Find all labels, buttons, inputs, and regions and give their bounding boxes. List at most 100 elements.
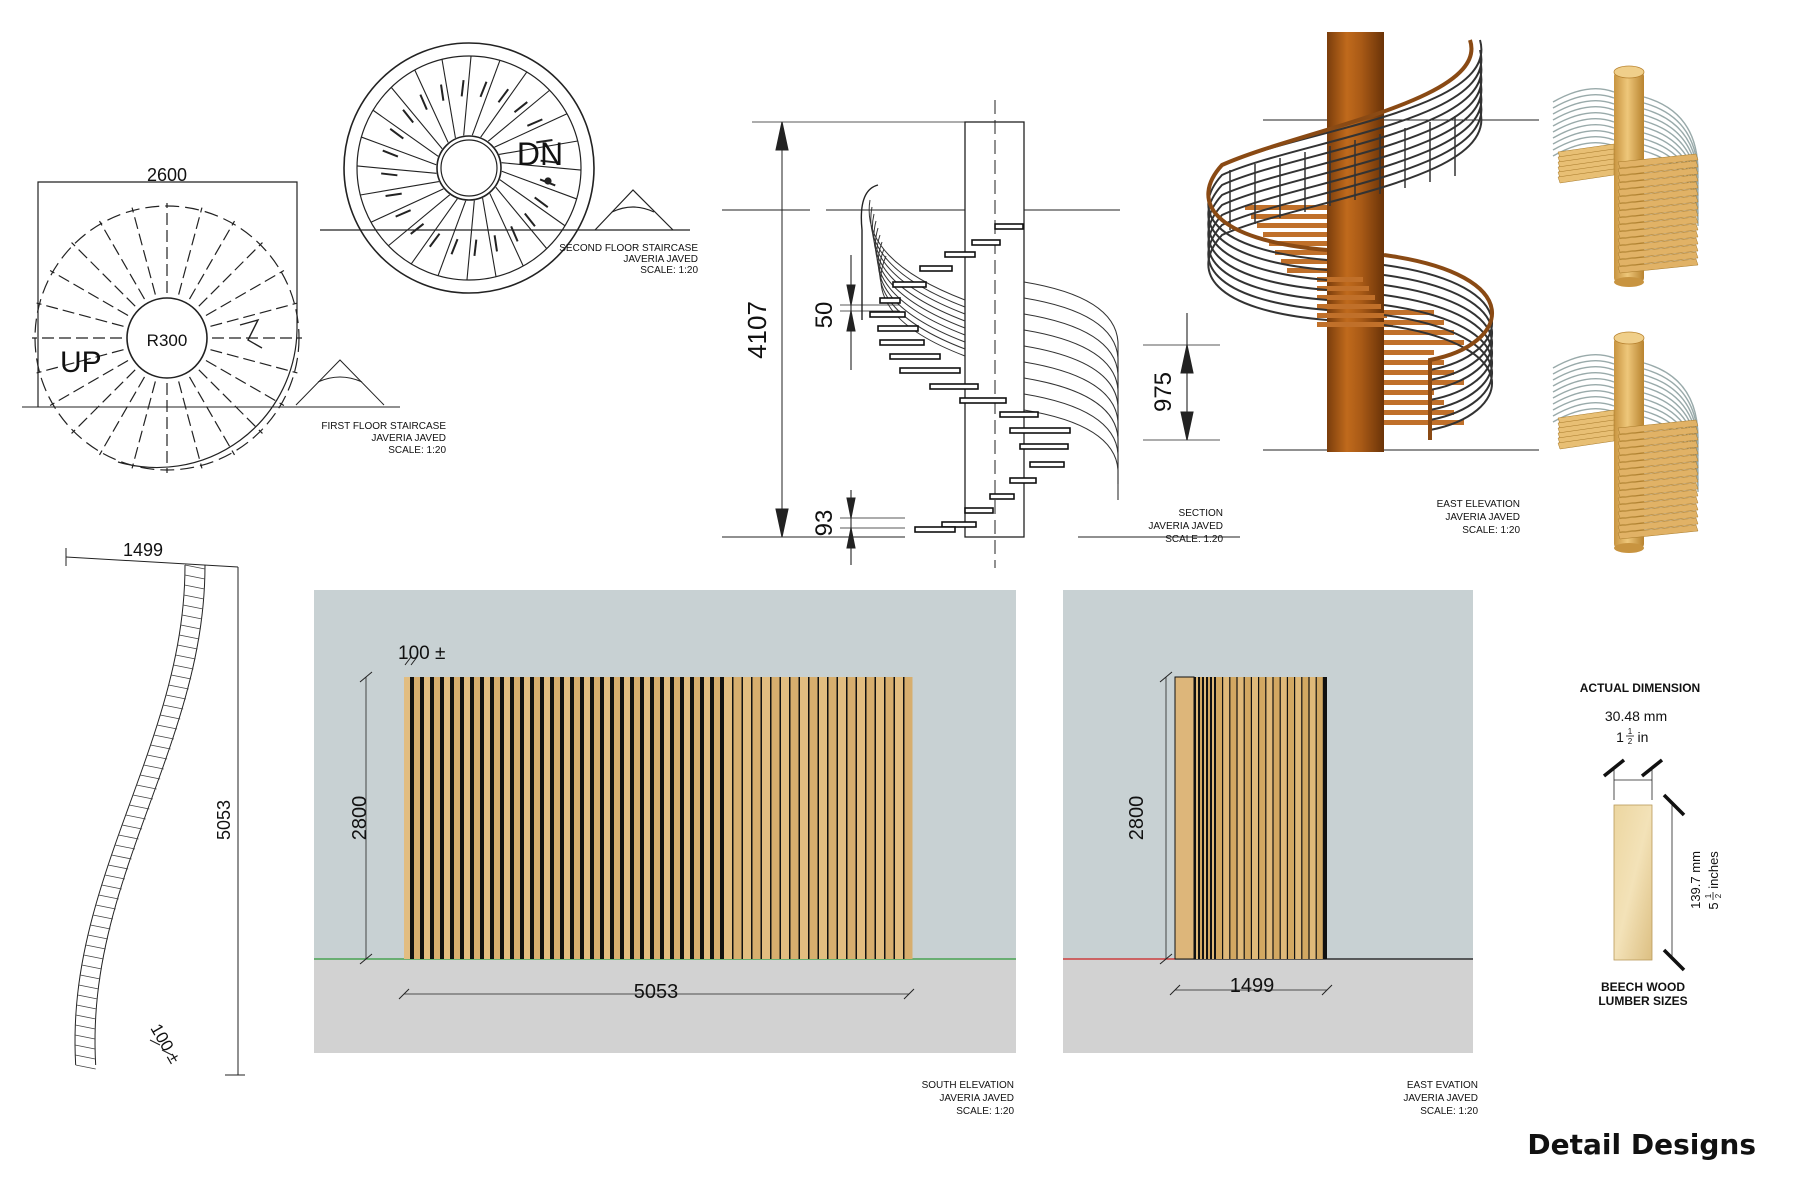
wall-plan-slat: [80, 974, 101, 980]
wall-plan-slat: [118, 834, 139, 840]
svg-text:FIRST FLOOR STAIRCASE: FIRST FLOOR STAIRCASE: [321, 421, 446, 432]
plan2-tread-mark: [440, 84, 445, 101]
plan1-tread: [210, 302, 298, 327]
plan1-tread: [188, 376, 236, 456]
plan1-tread: [98, 220, 146, 300]
curved-wall-plan: [65, 548, 245, 1076]
iso-rail: [1552, 353, 1615, 369]
east-evation-caption: EAST EVATION JAVERIA JAVED SCALE: 1:20: [1403, 1080, 1478, 1117]
section-rail-upper: [873, 220, 966, 322]
east-slat: [1266, 677, 1273, 959]
wall-plan-slat: [104, 874, 125, 880]
south-slat: [762, 677, 770, 959]
iso-render-bottom: [1552, 331, 1699, 553]
render-tread: [1245, 205, 1327, 210]
iso-pole-base: [1614, 277, 1644, 287]
section-rail-upper: [880, 255, 966, 357]
section-tread: [899, 367, 961, 374]
beech-lumber-detail: [1602, 758, 1686, 972]
iso-tread: [1617, 230, 1699, 246]
iso-tread: [1617, 524, 1699, 540]
wall-plan-slat-dim: 100 ±: [147, 1021, 185, 1067]
east-slat: [1273, 677, 1280, 959]
section-tread: [919, 265, 953, 272]
section-height-dim: 4107: [742, 301, 772, 359]
wall-plan-length-dim: 5053: [214, 800, 234, 840]
wall-plan-slat: [153, 734, 174, 740]
plan1-tread: [131, 381, 156, 469]
wall-plan-slat: [74, 1044, 96, 1050]
render-central-pole: [1327, 32, 1384, 452]
iso-tread: [1617, 216, 1699, 232]
svg-text:JAVERIA JAVED: JAVERIA JAVED: [939, 1093, 1014, 1104]
section-tread: [994, 223, 1024, 230]
wall-plan-slat: [129, 804, 150, 810]
iso-rail: [1552, 395, 1615, 411]
plan1-tread: [131, 207, 156, 295]
south-slat: [494, 677, 500, 959]
render-rail: [1383, 284, 1493, 391]
plan2-tread-mark: [382, 149, 399, 158]
south-slat: [594, 677, 600, 959]
plan2-tread-mark: [419, 94, 428, 111]
svg-text:LUMBER SIZES: LUMBER SIZES: [1598, 994, 1687, 1008]
plan1-width-dim: 2600: [147, 165, 187, 185]
plan1-radius-label: R300: [147, 331, 188, 350]
iso-rail: [1643, 120, 1699, 197]
iso-pole-base: [1614, 543, 1644, 553]
wall-plan-slat: [163, 704, 184, 710]
south-slat: [454, 677, 460, 959]
plan1-tread: [205, 269, 285, 317]
svg-text:5: 5: [1706, 902, 1721, 909]
section-rail-lower: [1023, 409, 1119, 500]
plan1-tread: [36, 302, 124, 327]
south-slat: [574, 677, 580, 959]
render-tread: [1281, 259, 1327, 264]
second-floor-plan: [320, 42, 690, 294]
south-slat: [752, 677, 761, 959]
east-slat: [1309, 677, 1316, 959]
render-rail: [1207, 99, 1483, 311]
section-tread: [877, 325, 919, 332]
render-rail: [1207, 69, 1483, 281]
south-slat: [800, 677, 808, 959]
iso-tread: [1617, 461, 1699, 477]
render-tread: [1384, 410, 1454, 415]
east-height-dim: 2800: [1126, 796, 1148, 841]
iso-tread: [1617, 426, 1699, 442]
plan1-tread: [178, 381, 203, 469]
plan1-up-label: UP: [60, 346, 102, 379]
south-caption: SOUTH ELEVATION JAVERIA JAVED SCALE: 1:2…: [922, 1080, 1015, 1117]
section-tread: [889, 353, 941, 360]
south-slat-dim: 100 ±: [398, 643, 445, 664]
section-tread: [944, 251, 976, 258]
section-tread: [989, 493, 1015, 500]
wall-plan-edge: [74, 564, 186, 1066]
render-tread: [1384, 340, 1464, 345]
wall-plan-slat: [85, 944, 106, 950]
south-slat: [614, 677, 620, 959]
section-treads: [869, 223, 1071, 533]
svg-text:SOUTH ELEVATION: SOUTH ELEVATION: [922, 1080, 1014, 1091]
section-tread: [1009, 427, 1071, 434]
render-rail: [1207, 89, 1483, 301]
svg-text:2: 2: [1714, 893, 1723, 898]
lumber-width-inch: 1 1 2 in: [1616, 727, 1648, 746]
section-rail-height-dim: 975: [1150, 372, 1177, 412]
render-tread: [1269, 241, 1327, 246]
svg-text:BEECH WOOD: BEECH WOOD: [1601, 980, 1685, 994]
plan1-tread: [49, 269, 129, 317]
section-caption: SECTION JAVERIA JAVED SCALE: 1:20: [1148, 508, 1223, 545]
lumber-caption: BEECH WOOD LUMBER SIZES: [1598, 980, 1687, 1008]
south-slat: [857, 677, 865, 959]
iso-rail: [1552, 389, 1615, 405]
svg-text:inches: inches: [1706, 851, 1721, 889]
south-slat: [781, 677, 789, 959]
iso-tread: [1617, 153, 1699, 169]
east-slat: [1280, 677, 1287, 959]
wall-plan-slat: [150, 744, 171, 750]
south-slat: [694, 677, 700, 959]
section-rail-lower: [1023, 377, 1119, 468]
render-tread: [1317, 322, 1393, 327]
south-slat: [634, 677, 640, 959]
